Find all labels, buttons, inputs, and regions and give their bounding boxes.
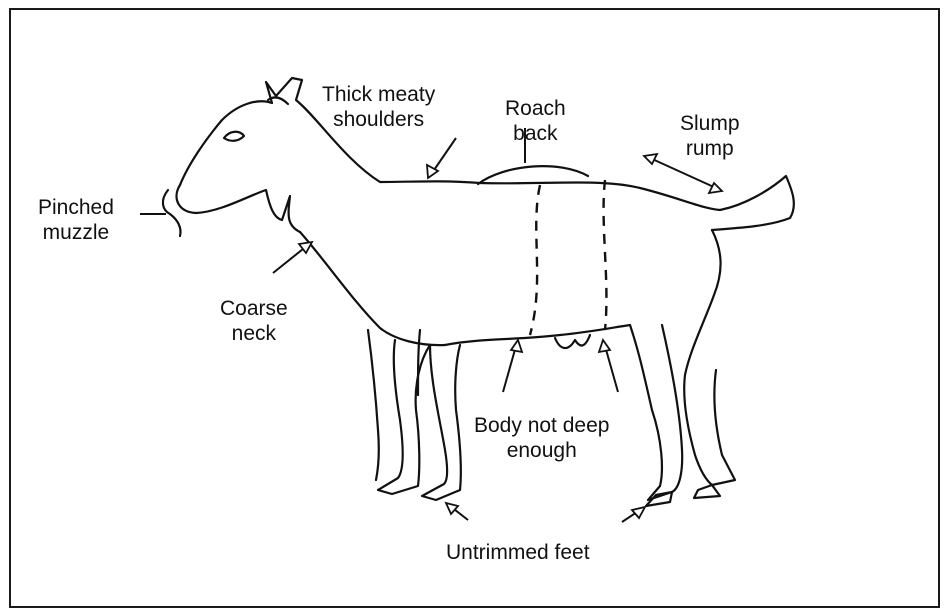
depth-line-front [530,185,540,335]
roach-back-label: Roach back [505,96,566,146]
goat-back [480,176,794,230]
label-line: Roach [505,96,566,121]
goat-neck [300,232,445,345]
body-front-arrow [503,346,516,392]
front-leg-outer [378,340,430,494]
label-line: shoulders [322,107,435,132]
goat-eye [224,132,244,141]
body-not-deep-enough-label: Body not deep enough [474,413,609,463]
slump-rump-arrow [650,158,716,188]
depth-line-rear [604,180,607,330]
slump-rump-label: Slump rump [680,111,740,161]
body-rear-arrowhead [599,340,610,352]
slump-rump-arrowhead-b [709,183,722,193]
shoulders-arrow [432,138,456,173]
label-line: enough [474,438,609,463]
front-leg-back-2 [418,330,420,395]
goat-diagram [0,0,949,589]
label-line: neck [220,321,288,346]
feet-left-arrowhead [446,503,458,514]
front-leg-inner [422,345,461,500]
goat-jaw [177,185,300,232]
roach-back-hump [478,166,588,184]
goat-udder [555,335,590,348]
thick-meaty-shoulders-label: Thick meaty shoulders [322,82,435,132]
label-line: Slump [680,111,740,136]
label-line: Pinched [38,195,114,220]
pinched-muzzle-label: Pinched muzzle [38,195,114,245]
goat-rump [684,230,735,485]
front-leg-back [368,330,379,480]
label-line: muzzle [38,220,114,245]
feet-right-arrowhead [632,507,645,518]
label-line: Body not deep [474,413,609,438]
untrimmed-feet-label: Untrimmed feet [446,540,590,565]
slump-rump-arrowhead-a [644,154,657,164]
body-rear-arrow [605,346,618,392]
body-front-arrowhead [511,340,522,352]
label-line: Coarse [220,296,288,321]
coarse-neck-label: Coarse neck [220,296,288,346]
label-line: back [505,121,566,146]
hind-leg-inner [630,325,682,500]
hind-hoof [694,485,720,498]
label-line: Thick meaty [322,82,435,107]
label-line: rump [680,136,740,161]
